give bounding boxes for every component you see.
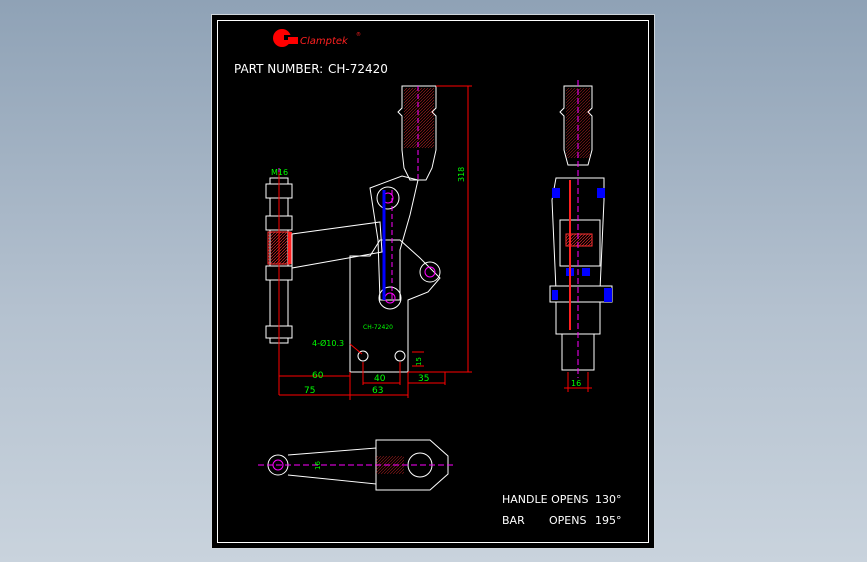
body-label: CH-72420 [363, 324, 393, 331]
dimension-16-top: 16 [314, 461, 322, 470]
handle-opens-label: HANDLE OPENS [502, 493, 589, 506]
logo-registered: ® [356, 31, 361, 38]
top-view [258, 439, 455, 491]
front-view-dimensions [278, 85, 472, 400]
part-number-label: PART NUMBER: [234, 62, 323, 76]
bar-opens-value: 195° [595, 514, 622, 527]
dimension-thread: M16 [271, 168, 288, 177]
handle-opens-value: 130° [595, 493, 622, 506]
clamptek-logo: Clamptek ® [273, 29, 361, 47]
side-view [549, 80, 613, 378]
dimension-holes: 4-Ø10.3 [312, 338, 344, 348]
side-view-dimensions [564, 372, 592, 392]
dimension-40: 40 [374, 374, 386, 384]
dimension-63: 63 [372, 386, 383, 396]
dimension-15: 15 [415, 357, 423, 366]
logo-text: Clamptek [300, 36, 349, 47]
logo-mark-icon [273, 29, 291, 47]
dimension-35: 35 [418, 374, 429, 384]
drawing-border [217, 20, 649, 543]
bar-label: BAR [502, 514, 525, 527]
dimension-75: 75 [304, 386, 315, 396]
bar-opens-label: OPENS [549, 514, 586, 527]
part-number-value: CH-72420 [328, 62, 388, 76]
dimension-60: 60 [312, 371, 324, 381]
dimension-height: 318 [457, 167, 466, 182]
front-view [265, 85, 441, 373]
dimension-16-side: 16 [571, 379, 581, 388]
